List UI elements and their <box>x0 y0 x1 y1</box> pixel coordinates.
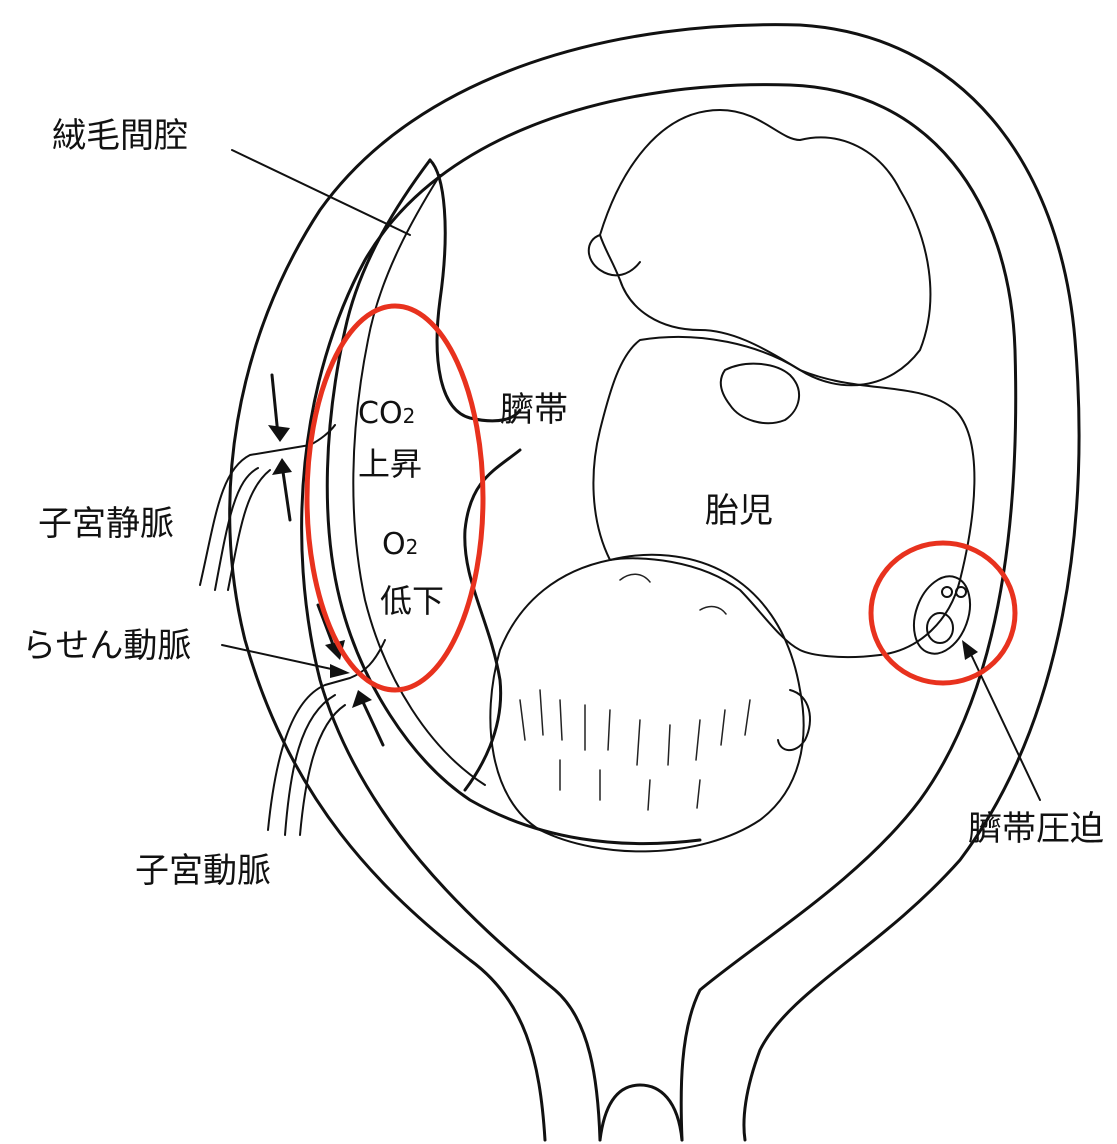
cord-artery-1 <box>942 587 952 597</box>
fetus-hand <box>721 364 799 423</box>
label-co2-rise: 上昇 <box>358 445 422 483</box>
label-uterine-artery: 子宮動脈 <box>135 851 271 891</box>
fetus-head <box>490 555 803 852</box>
fetus-hair <box>520 690 750 810</box>
leader-cord-arrowhead <box>962 640 978 660</box>
placenta-membrane <box>327 160 700 844</box>
uterine-artery-vessel <box>268 640 385 835</box>
fetus-legs <box>600 110 930 385</box>
label-o2-fall: 低下 <box>380 582 444 620</box>
label-co2: CO2 <box>358 396 415 431</box>
fetus-ear <box>778 690 810 750</box>
leader-cord-compression <box>968 648 1040 800</box>
cervical-canal <box>600 1085 682 1140</box>
highlight-placenta-gas <box>307 306 483 690</box>
flow-arrowhead-vein-down <box>268 425 290 442</box>
cord-artery-2 <box>956 587 966 597</box>
label-fetus: 胎児 <box>705 491 773 531</box>
label-uterine-vein: 子宮静脈 <box>38 504 174 544</box>
label-spiral-artery: らせん動脈 <box>22 626 191 666</box>
flow-arrowhead-vein-up <box>272 458 292 475</box>
label-o2: O2 <box>382 527 418 562</box>
fetus-eye <box>620 574 726 614</box>
leader-spiral-artery <box>222 645 345 672</box>
umbilical-cord-loop <box>430 160 520 790</box>
cord-vein <box>927 613 953 643</box>
label-umbilical-cord: 臍帯 <box>500 390 568 430</box>
flow-arrowhead-artery-up <box>352 690 372 708</box>
label-cord-compression: 臍帯圧迫 <box>968 809 1104 849</box>
uterus-outer-wall <box>230 25 1079 1140</box>
label-intervillous-space: 絨毛間腔 <box>52 116 188 156</box>
leader-intervillous <box>232 150 410 235</box>
flow-arrow-artery-up <box>362 700 383 745</box>
leader-spiral-arrowhead <box>330 664 350 678</box>
